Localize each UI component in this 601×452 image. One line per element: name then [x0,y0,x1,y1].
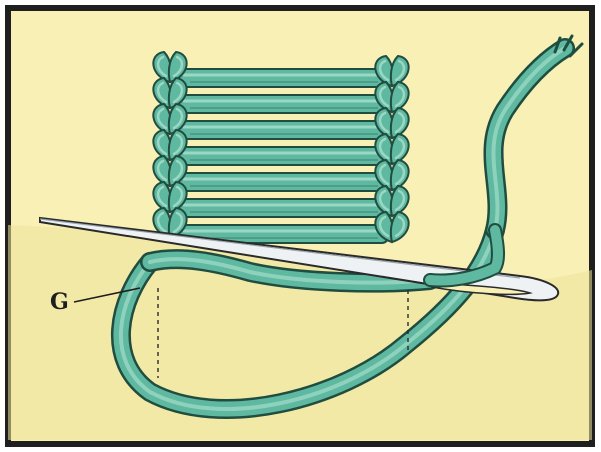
horizontal-bar [178,95,388,113]
horizontal-bar [178,147,388,165]
callout-label-g: G [50,289,69,315]
horizontal-bar [178,173,388,191]
horizontal-bar [178,69,388,87]
right-braid-column [375,56,408,242]
horizontal-bar [178,199,388,217]
left-braid-column [153,52,186,238]
horizontal-bars [178,69,388,243]
horizontal-bar [178,121,388,139]
